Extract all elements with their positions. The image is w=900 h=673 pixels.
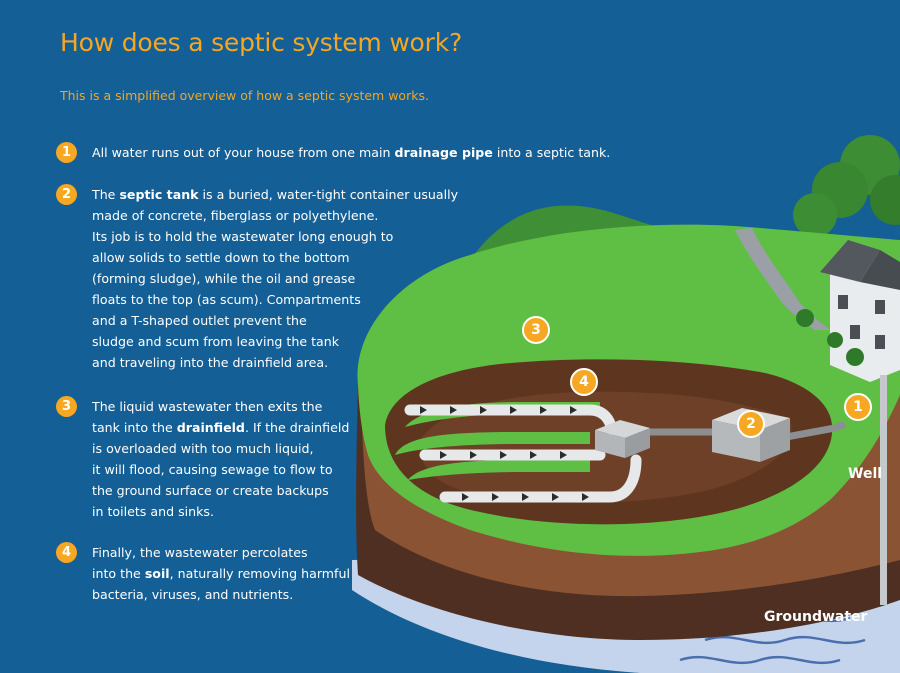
step-text-segment: , naturally removing harmful	[169, 566, 350, 581]
step-text-segment: into the	[92, 566, 145, 581]
step-keyword: soil	[144, 566, 170, 581]
well-pipe	[880, 375, 887, 605]
step-3: 3 The liquid wastewater then exits the ta…	[56, 396, 349, 522]
step-text-segment: tank into the	[92, 420, 177, 435]
step-1: 1 All water runs out of your house from …	[56, 142, 610, 163]
diagram-marker-3: 3	[522, 316, 550, 344]
step-text: All water runs out of your house from on…	[92, 142, 610, 163]
shrub	[796, 309, 814, 327]
step-text-segment: Its job is to hold the wastewater long e…	[92, 229, 394, 244]
step-text-segment: Finally, the wastewater percolates	[92, 545, 308, 560]
step-text-segment: . If the drainfield	[244, 420, 350, 435]
step-line: Finally, the wastewater percolates	[92, 542, 350, 563]
step-4: 4 Finally, the wastewater percolates into…	[56, 542, 350, 605]
groundwater-wave	[679, 655, 841, 665]
shrub	[827, 332, 843, 348]
step-text-segment: (forming sludge), while the oil and grea…	[92, 271, 356, 286]
step-line: bacteria, viruses, and nutrients.	[92, 584, 350, 605]
step-keyword: drainage pipe	[394, 145, 493, 160]
step-line: it will flood, causing sewage to flow to	[92, 459, 349, 480]
step-text-segment: is a buried, water-tight container usual…	[198, 187, 459, 202]
step-text-segment: floats to the top (as scum). Compartment…	[92, 292, 361, 307]
step-line: is overloaded with too much liquid,	[92, 438, 349, 459]
diagram-marker-1: 1	[844, 393, 872, 421]
step-text-segment: All water runs out of your house from on…	[92, 145, 395, 160]
step-text-segment: into a septic tank.	[492, 145, 611, 160]
step-keyword: drainfield	[176, 420, 245, 435]
step-2: 2 The septic tank is a buried, water-tig…	[56, 184, 458, 373]
step-text-segment: made of concrete, fiberglass or polyethy…	[92, 208, 379, 223]
step-text: The septic tank is a buried, water-tight…	[92, 184, 458, 373]
step-line: the ground surface or create backups	[92, 480, 349, 501]
step-text-segment: and traveling into the drainfield area.	[92, 355, 329, 370]
drainage-pipe	[769, 420, 847, 444]
step-text-segment: in toilets and sinks.	[92, 504, 214, 519]
shrub	[846, 348, 864, 366]
step-text-segment: it will flood, causing sewage to flow to	[92, 462, 333, 477]
step-line: into the soil, naturally removing harmfu…	[92, 563, 350, 584]
page-subtitle: This is a simplified overview of how a s…	[60, 88, 429, 103]
house	[820, 240, 900, 382]
step-line: and a T-shaped outlet prevent the	[92, 310, 458, 331]
step-line: The septic tank is a buried, water-tight…	[92, 184, 458, 205]
step-line: in toilets and sinks.	[92, 501, 349, 522]
step-number-badge: 4	[56, 542, 77, 563]
step-line: made of concrete, fiberglass or polyethy…	[92, 205, 458, 226]
step-line: floats to the top (as scum). Compartment…	[92, 289, 458, 310]
tree	[793, 193, 837, 237]
tree	[870, 175, 900, 225]
step-line: The liquid wastewater then exits the	[92, 396, 349, 417]
page-title: How does a septic system work?	[60, 28, 463, 57]
groundwater-wave	[704, 635, 866, 645]
step-text-segment: is overloaded with too much liquid,	[92, 441, 314, 456]
step-text: The liquid wastewater then exits the tank…	[92, 396, 349, 522]
step-text-segment: allow solids to settle down to the botto…	[92, 250, 350, 265]
step-text-segment: and a T-shaped outlet prevent the	[92, 313, 307, 328]
step-text-segment: sludge and scum from leaving the tank	[92, 334, 340, 349]
step-line: (forming sludge), while the oil and grea…	[92, 268, 458, 289]
step-number-badge: 2	[56, 184, 77, 205]
driveway	[735, 228, 830, 330]
well-label: Well	[848, 466, 883, 482]
diagram-marker-2: 2	[737, 410, 765, 438]
step-line: Its job is to hold the wastewater long e…	[92, 226, 458, 247]
step-line: allow solids to settle down to the botto…	[92, 247, 458, 268]
step-line: and traveling into the drainfield area.	[92, 352, 458, 373]
step-line: sludge and scum from leaving the tank	[92, 331, 458, 352]
step-text-segment: bacteria, viruses, and nutrients.	[92, 587, 294, 602]
grass-finger	[408, 460, 590, 480]
step-line: tank into the drainfield. If the drainfi…	[92, 417, 349, 438]
diagram-marker-4: 4	[570, 368, 598, 396]
groundwater-label: Groundwater	[764, 609, 868, 625]
grass-finger	[395, 432, 590, 455]
step-keyword: septic tank	[119, 187, 199, 202]
step-text-segment: the ground surface or create backups	[92, 483, 329, 498]
step-number-badge: 3	[56, 396, 77, 417]
step-number-badge: 1	[56, 142, 77, 163]
flow-arrows	[420, 406, 589, 501]
step-text-segment: The liquid wastewater then exits the	[92, 399, 323, 414]
distribution-box	[595, 420, 650, 458]
step-text-segment: The	[92, 187, 120, 202]
step-text: Finally, the wastewater percolates into t…	[92, 542, 350, 605]
step-line: All water runs out of your house from on…	[92, 142, 610, 163]
